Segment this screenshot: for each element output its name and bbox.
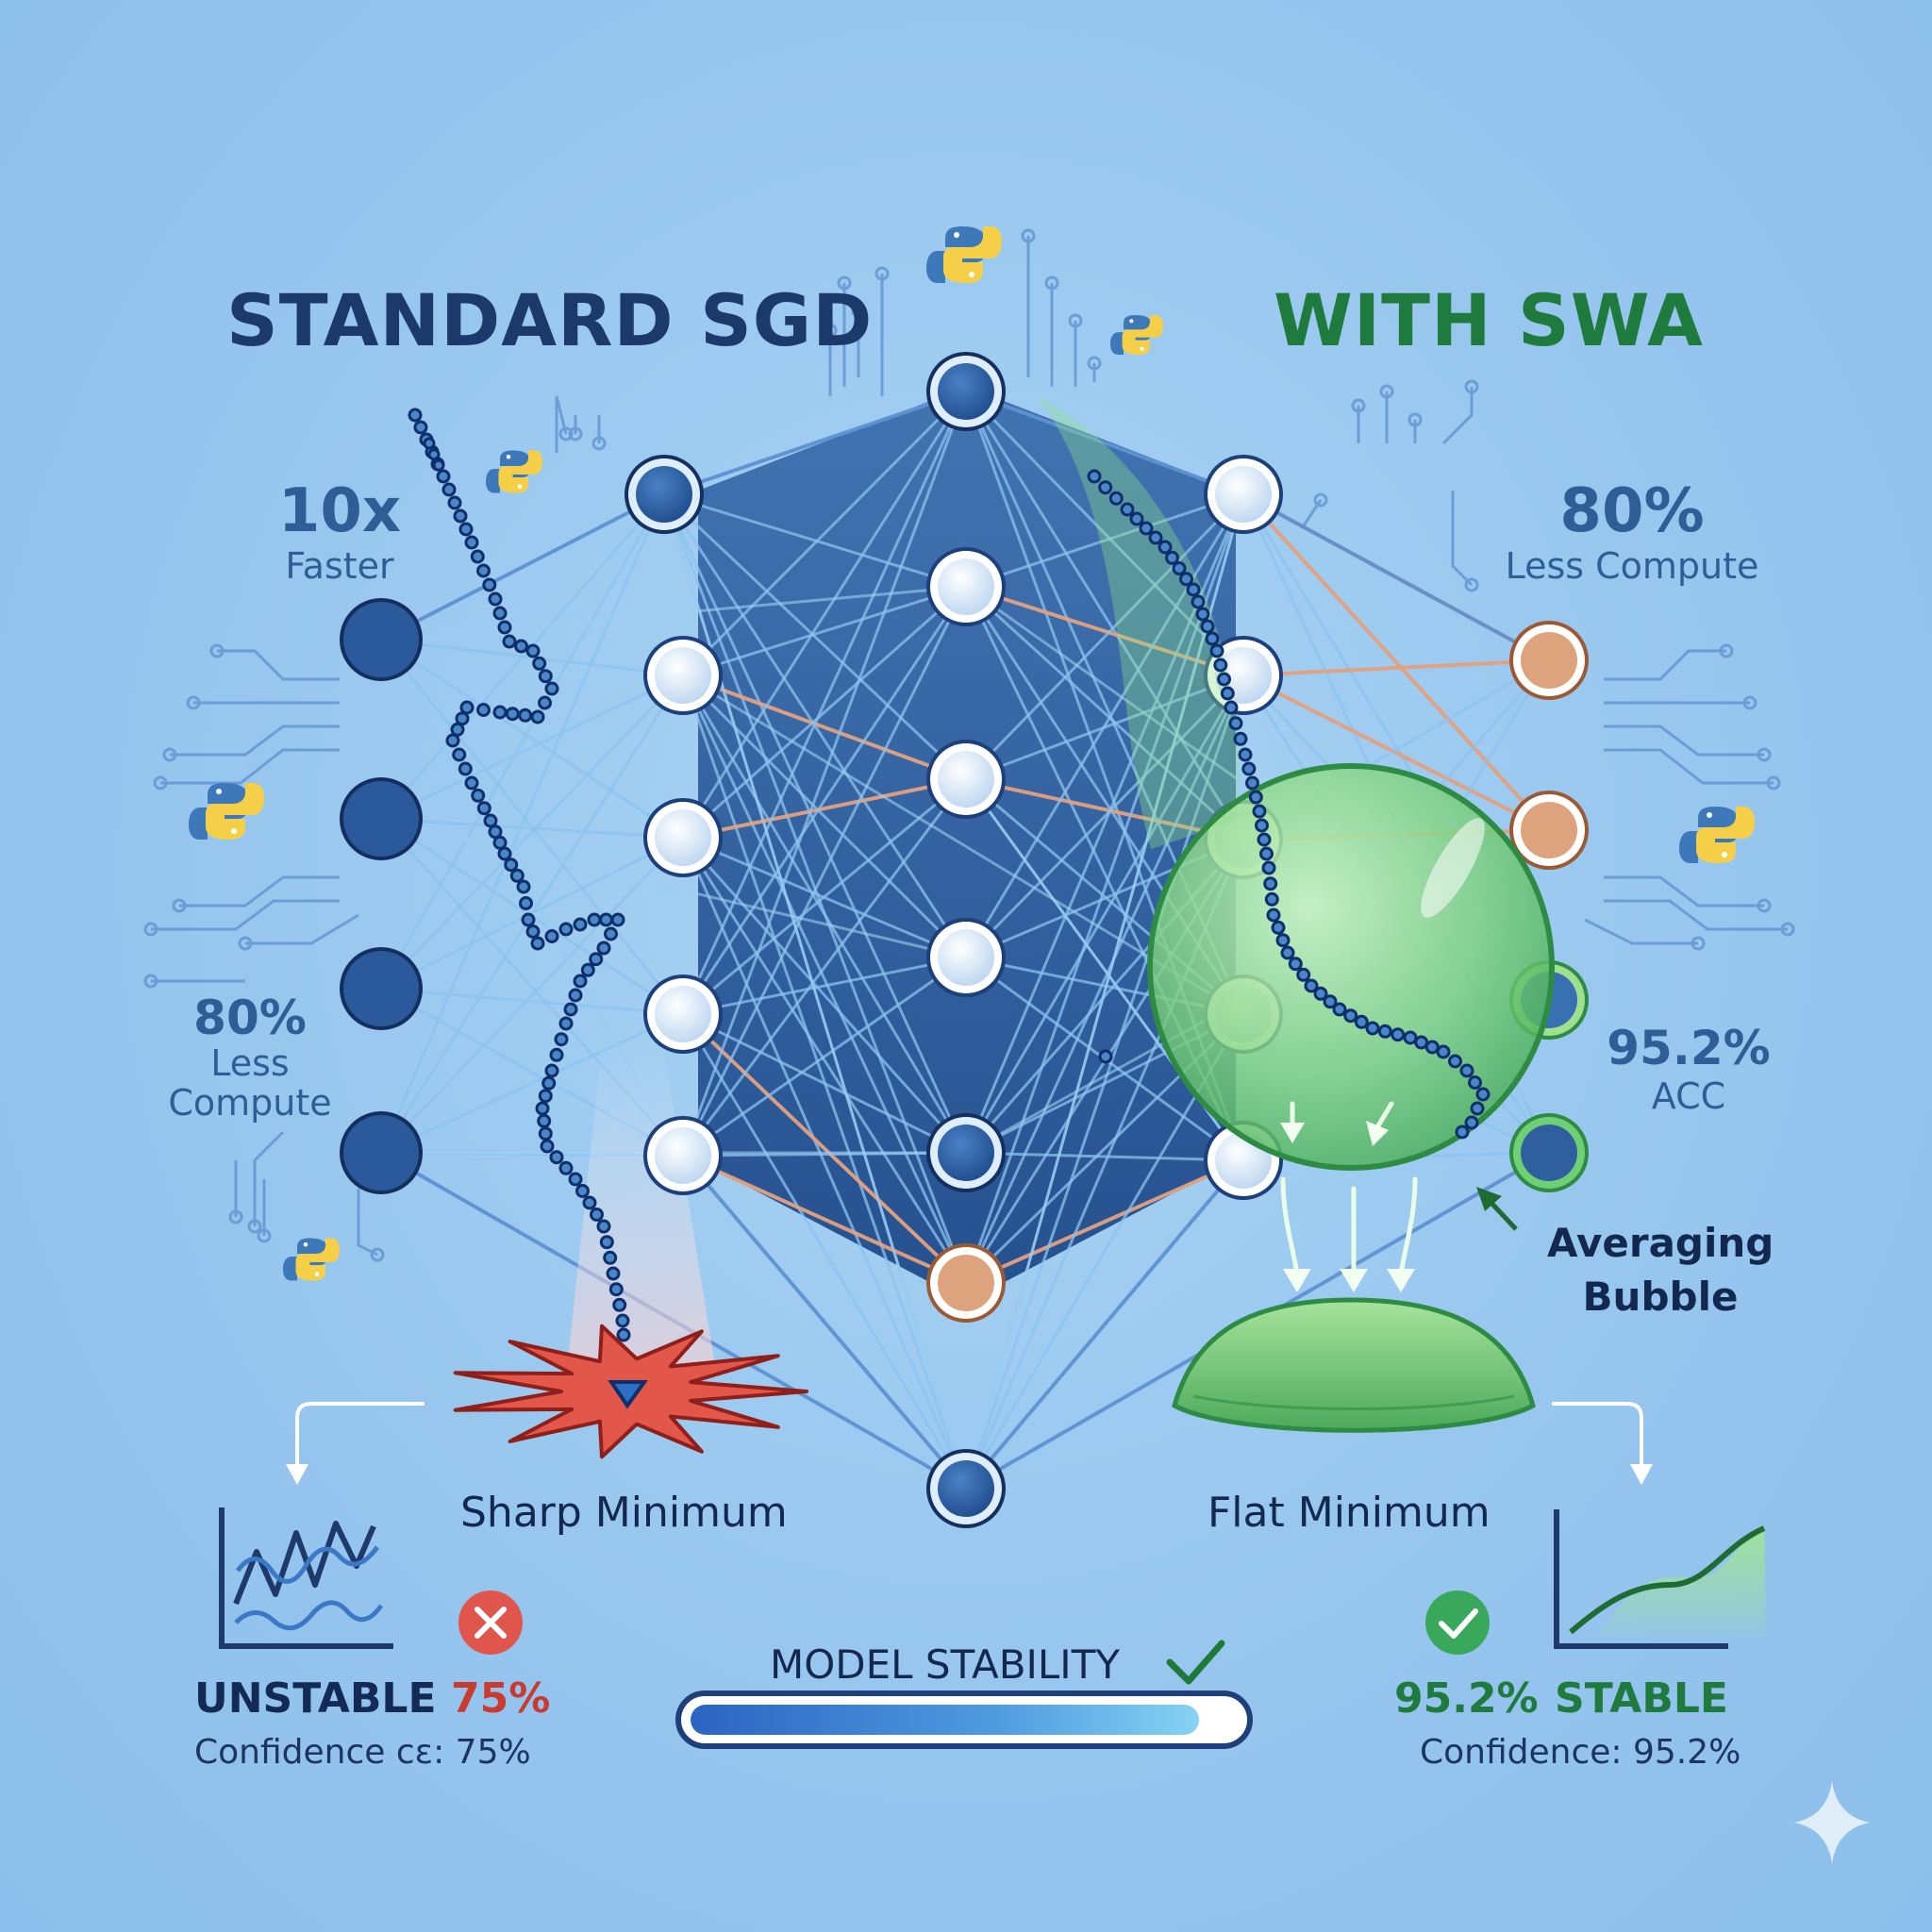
callout-line-1: Averaging	[1547, 1220, 1774, 1266]
stable-confidence: Confidence: 95.2%	[1420, 1733, 1741, 1772]
flat-minimum-label: Flat Minimum	[1208, 1489, 1491, 1537]
bubble-highlight	[1421, 818, 1485, 918]
right-compute-label: Less Compute	[1505, 545, 1759, 587]
unstable-value: 75%	[451, 1674, 551, 1723]
stable-chart-icon	[1554, 1509, 1766, 1649]
stable-status: STABLE	[1555, 1674, 1728, 1723]
optimizer-trails	[408, 408, 1491, 1342]
model-stability-bar	[675, 1690, 1253, 1749]
averaging-bubble	[1147, 763, 1555, 1171]
title-standard-sgd: STANDARD SGD	[226, 278, 874, 362]
callout-arrow-icon	[1476, 1187, 1518, 1231]
unstable-status: UNSTABLE	[194, 1674, 437, 1723]
unstable-chart-icon	[219, 1507, 393, 1649]
check-mark-icon	[1425, 1591, 1490, 1655]
sharp-minimum-pointer	[608, 1380, 648, 1409]
model-stability-label: MODEL STABILITY	[770, 1641, 1121, 1688]
network-edges	[379, 390, 1551, 1491]
python-logo-icon	[189, 226, 1755, 1281]
left-compute-label-1: Less	[210, 1042, 290, 1084]
sparkle-icon	[1794, 1781, 1870, 1864]
left-compute-value: 80%	[193, 991, 307, 1045]
left-elbow-arrow-icon	[286, 1402, 425, 1485]
stable-value: 95.2%	[1394, 1674, 1539, 1723]
model-stability-fill	[691, 1705, 1199, 1735]
callout-line-2: Bubble	[1582, 1274, 1739, 1320]
speed-label: Faster	[285, 545, 394, 587]
acc-label: ACC	[1651, 1075, 1726, 1117]
averaging-arrow-heads	[1280, 1121, 1415, 1292]
stability-check-icon	[1166, 1640, 1225, 1685]
title-with-swa: WITH SWA	[1274, 278, 1704, 362]
swa-trail-glow	[1038, 396, 1240, 849]
sharp-minimum-beam	[566, 1028, 717, 1377]
sharp-minimum-label: Sharp Minimum	[460, 1489, 788, 1537]
speed-value: 10x	[277, 476, 402, 546]
right-elbow-arrow-icon	[1552, 1402, 1653, 1485]
unstable-confidence: Confidence cɛ: 75%	[194, 1733, 531, 1772]
acc-value: 95.2%	[1607, 1021, 1771, 1075]
left-compute-label-2: Compute	[168, 1082, 332, 1124]
right-compute-value: 80%	[1559, 476, 1705, 546]
circuit-trace-icon	[143, 228, 1795, 1262]
x-mark-icon	[458, 1591, 523, 1655]
flat-minimum-dome	[1172, 1297, 1536, 1433]
